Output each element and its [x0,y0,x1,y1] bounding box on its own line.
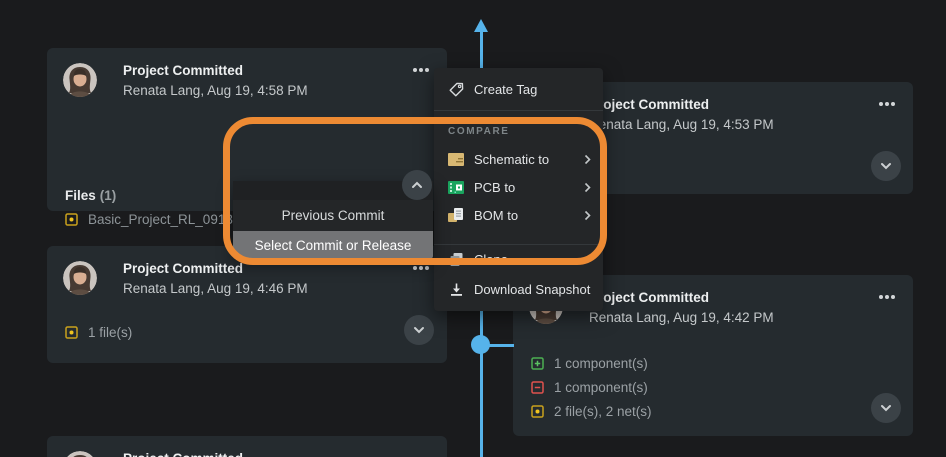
chevron-down-icon [880,404,893,412]
commit-title: Project Committed [589,97,710,112]
collapse-details-button[interactable] [402,170,432,200]
files-count: (1) [99,188,117,203]
menu-divider [434,110,603,111]
stat-text: 2 file(s), 2 net(s) [554,404,652,419]
menu-item-label: PCB to [474,179,516,195]
avatar [63,261,97,295]
more-options-button[interactable] [877,291,897,303]
bom-doc-icon [447,207,465,223]
chevron-down-icon [413,326,426,334]
menu-item-create-tag[interactable]: Create Tag [434,74,603,104]
menu-item-schematic-to[interactable]: Schematic to [434,145,603,173]
menu-item-pcb-to[interactable]: PCB to [434,173,603,201]
submenu-item-previous-commit[interactable]: Previous Commit [233,200,433,231]
more-options-button[interactable] [411,64,431,76]
submenu-spacer [233,181,433,200]
files-section-label: Files(1) [65,188,116,203]
timeline-commit-node [471,335,490,354]
chevron-right-icon [584,154,591,165]
menu-section-compare: COMPARE [448,126,510,137]
commit-title: Project Committed [123,63,244,78]
avatar [63,451,97,457]
commit-subtitle: Renata Lang, Aug 19, 4:46 PM [123,281,308,296]
ellipsis-icon [879,295,883,299]
avatar [63,63,97,97]
commit-context-menu: Create Tag COMPARE Schematic to PCB to [434,68,603,311]
modified-files-icon [531,405,544,418]
removed-component-icon [531,381,544,394]
commit-card-partial: Project Committed [47,436,447,457]
menu-item-bom-to[interactable]: BOM to [434,201,603,229]
submenu-item-select-commit-or-release[interactable]: Select Commit or Release [233,231,433,259]
more-options-button[interactable] [411,262,431,274]
menu-item-label: Create Tag [474,81,538,97]
changed-files-summary-row: 1 file(s) [65,325,132,340]
compare-target-submenu: Previous Commit Select Commit or Release [233,181,433,259]
menu-item-label: Schematic to [474,151,550,167]
stat-text: 1 file(s) [88,325,133,340]
menu-item-label: BOM to [474,207,519,223]
menu-item-label: Download Snapshot [474,281,591,297]
menu-item-download-snapshot[interactable]: Download Snapshot [434,275,603,303]
chevron-down-icon [880,162,893,170]
added-component-icon [531,357,544,370]
added-components-row: 1 component(s) [531,356,648,371]
chevron-right-icon [584,210,591,221]
clone-icon [447,251,465,267]
stat-text: 1 component(s) [554,380,648,395]
files-label-text: Files [65,188,96,203]
more-options-button[interactable] [877,98,897,110]
download-icon [447,281,465,297]
commit-title: Project Committed [123,261,244,276]
modified-file-icon [65,326,78,339]
menu-divider [434,244,603,245]
removed-components-row: 1 component(s) [531,380,648,395]
commit-title: Project Committed [589,290,710,305]
menu-item-clone[interactable]: Clone [434,245,603,273]
timeline-arrow-up-icon [474,19,488,32]
stat-text: 1 component(s) [554,356,648,371]
modified-files-row: 2 file(s), 2 net(s) [531,404,652,419]
schematic-doc-icon [447,151,465,167]
expand-details-button[interactable] [871,151,901,181]
chevron-right-icon [584,182,591,193]
commit-title: Project Committed [123,451,243,457]
ellipsis-icon [879,102,883,106]
expand-details-button[interactable] [404,315,434,345]
commit-card-4-46pm: Project Committed Renata Lang, Aug 19, 4… [47,246,447,363]
commit-subtitle: Renata Lang, Aug 19, 4:42 PM [589,310,774,325]
timeline-branch-line [481,344,514,347]
ellipsis-icon [413,266,417,270]
tag-icon [447,81,465,97]
commit-subtitle: Renata Lang, Aug 19, 4:58 PM [123,83,308,98]
commit-subtitle: Renata Lang, Aug 19, 4:53 PM [589,117,774,132]
menu-item-label: Clone [474,251,508,267]
expand-details-button[interactable] [871,393,901,423]
chevron-up-icon [411,181,424,189]
modified-file-icon [65,213,78,226]
pcb-doc-icon [447,179,465,195]
ellipsis-icon [413,68,417,72]
